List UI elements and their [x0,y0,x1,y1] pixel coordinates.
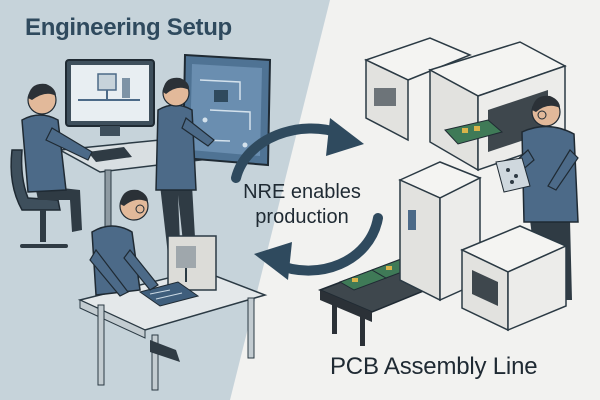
cycle-label-line1: NRE enables [243,181,361,203]
cycle-label-line2: production [255,206,349,228]
seated-engineer [10,83,93,248]
cycle-arrows-icon [231,118,383,280]
prototype-workbench [77,189,268,391]
cycle-label: NRE enables production [222,180,382,230]
pcb-assembly-line-title: PCB Assembly Line [330,353,538,380]
engineering-setup-title: Engineering Setup [25,14,232,41]
pick-and-place-machine-1 [364,37,472,142]
reflow-oven [398,161,482,302]
inspection-machine [460,225,568,332]
